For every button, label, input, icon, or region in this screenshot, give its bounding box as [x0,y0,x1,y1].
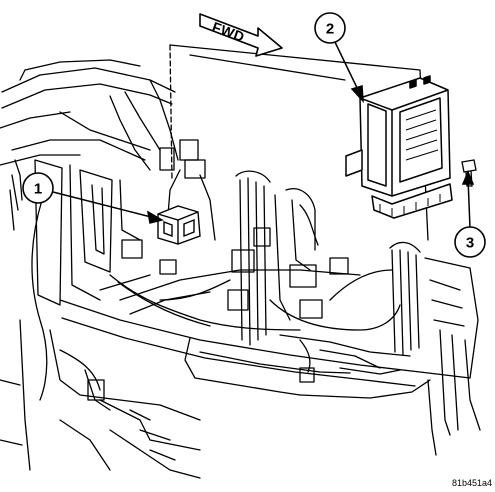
mounting-bolt [461,159,477,187]
wiring [31,199,401,401]
callout-1-leader [52,191,156,219]
callout-2-number: 2 [326,21,334,38]
figure-id: 81b451a4 [452,478,492,488]
pcm-connector [157,205,201,245]
callout-1-number: 1 [34,181,42,198]
left-inner-panel [9,159,141,306]
callout-3-leader [467,177,471,229]
connector-group [121,139,349,383]
right-harness-stack [389,241,481,456]
upper-support-structure [0,59,179,171]
lower-left-structure [0,319,201,479]
callout-2-arrowhead [350,85,364,104]
lower-tray [59,269,471,399]
callout-1: 1 [22,172,54,204]
center-harness-bundles [235,170,319,346]
callout-1-arrowhead [146,210,164,224]
callout-2: 2 [314,12,346,44]
callout-3-arrowhead [461,170,475,185]
control-module [345,75,453,219]
callout-2-leader [333,39,361,95]
fwd-label: FWD [210,19,247,45]
callout-3: 3 [454,226,486,258]
callout-3-number: 3 [466,235,474,252]
